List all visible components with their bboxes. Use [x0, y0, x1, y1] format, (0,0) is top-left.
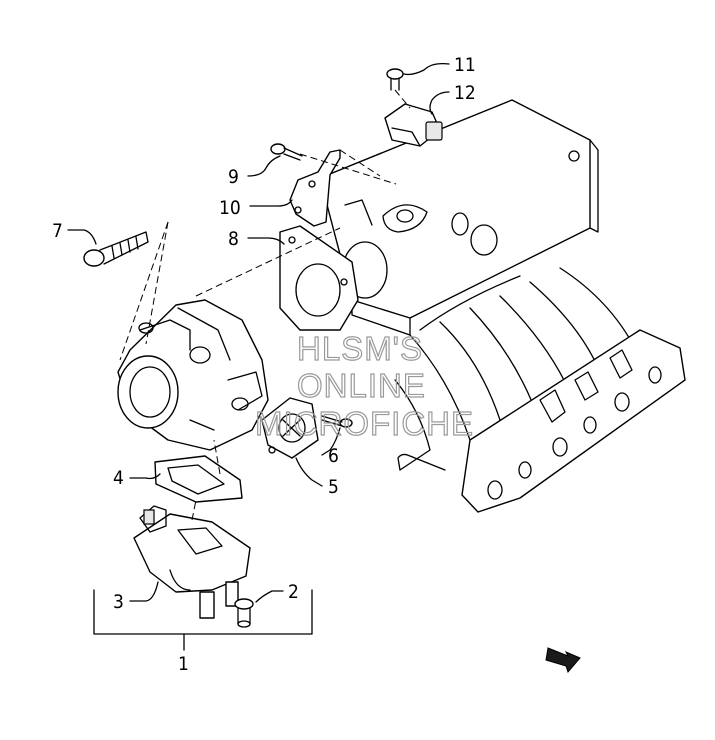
- watermark: HLSM'S ONLINE MICROFICHE: [254, 329, 474, 442]
- callout-11: 11: [454, 54, 476, 76]
- watermark-line-2: ONLINE: [297, 367, 426, 404]
- callout-1: 1: [178, 653, 189, 675]
- callout-4: 4: [113, 467, 124, 489]
- screw-2: [234, 598, 254, 628]
- watermark-line-3: MICROFICHE: [255, 405, 474, 442]
- callout-6: 6: [328, 445, 339, 467]
- sensor-12: [384, 103, 443, 147]
- intake-manifold: [319, 99, 686, 513]
- callout-labels: 11 12 9 10 8 7 6 5 4 3 2 1: [52, 54, 476, 675]
- callout-10: 10: [219, 197, 241, 219]
- callout-7: 7: [52, 220, 63, 242]
- alignment-lines: [119, 89, 411, 521]
- valve-3: [133, 505, 251, 619]
- bracket-10: [289, 149, 341, 227]
- sensor-5: [261, 397, 319, 459]
- front-direction-arrow-icon: [545, 647, 581, 673]
- throttle-body: [117, 299, 269, 451]
- screw-11: [386, 68, 404, 91]
- watermark-line-1: HLSM'S: [297, 330, 423, 367]
- callout-12: 12: [454, 82, 476, 104]
- callout-3: 3: [113, 591, 124, 613]
- callout-8: 8: [228, 228, 239, 250]
- gasket-4: [154, 455, 243, 503]
- callout-5: 5: [328, 476, 339, 498]
- callout-2: 2: [288, 581, 299, 603]
- leader-lines: [67, 62, 450, 651]
- bolt-7: [83, 231, 149, 267]
- bolt-9: [270, 143, 303, 161]
- gasket-8: [279, 225, 359, 331]
- callout-9: 9: [228, 166, 239, 188]
- screw-6: [321, 415, 353, 428]
